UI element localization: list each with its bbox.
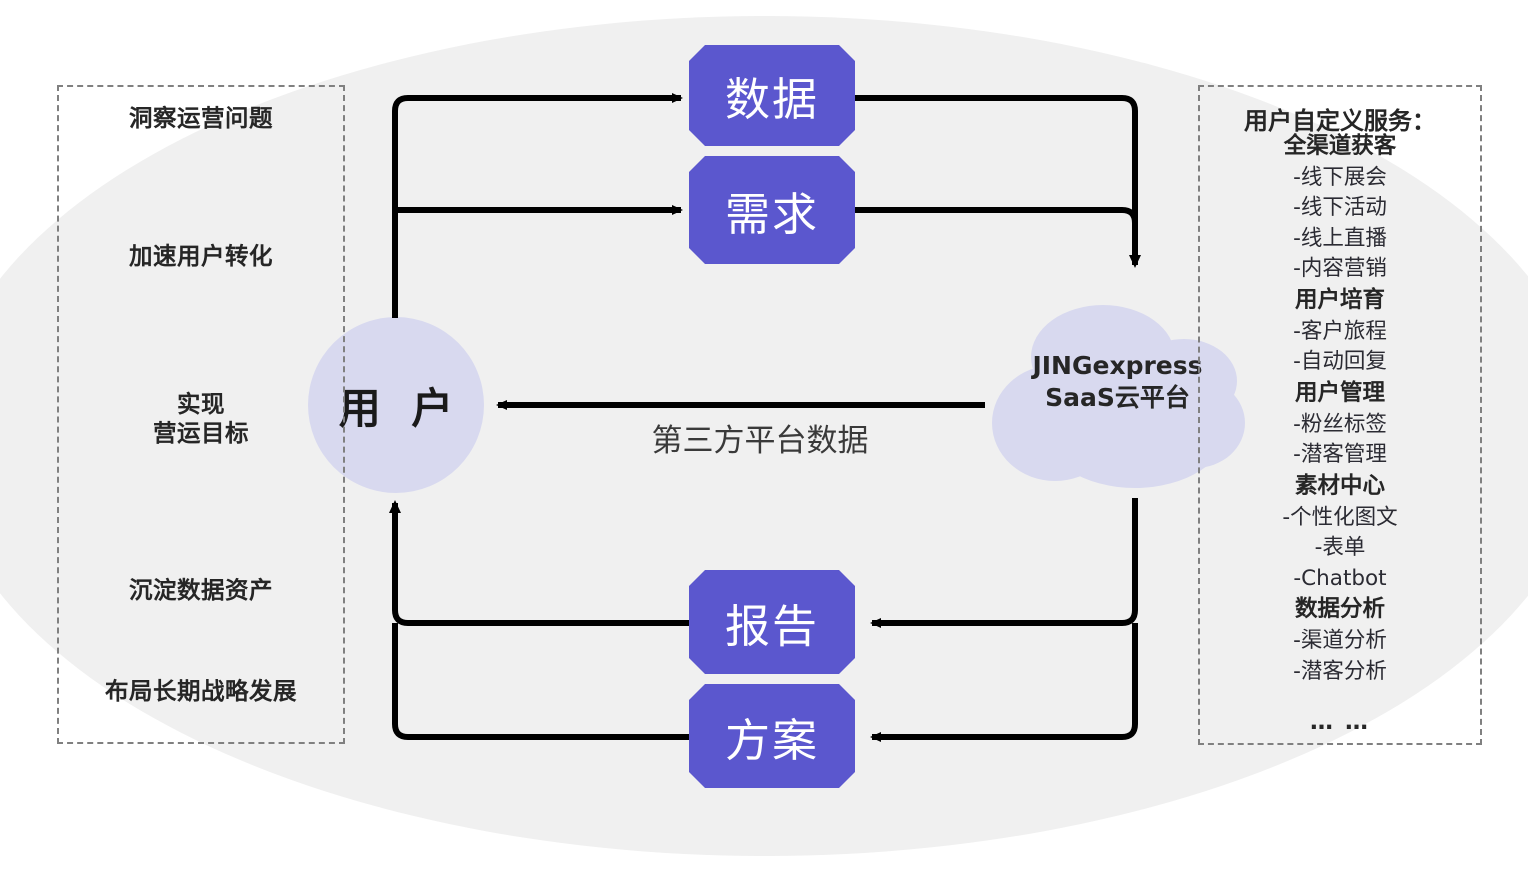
service-list-ellipsis: … … <box>1309 709 1370 736</box>
service-item[interactable]: -Chatbot <box>1293 565 1387 591</box>
outcome-item-4: 沉淀数据资产 <box>129 576 273 604</box>
service-group-title: 素材中心 <box>1294 472 1385 499</box>
service-group-title: 用户培育 <box>1294 287 1385 313</box>
service-item[interactable]: -粉丝标签 <box>1293 411 1387 437</box>
service-item[interactable]: -客户旅程 <box>1293 318 1387 344</box>
service-item[interactable]: -自动回复 <box>1293 349 1387 375</box>
node-cloud-platform[interactable]: JINGexpress SaaS云平台 <box>985 295 1250 500</box>
service-item[interactable]: -渠道分析 <box>1293 628 1387 654</box>
services-list: 全渠道获客 -线下展会 -线下活动 -线上直播 -内容营销用户培育 -客户旅程 -自动回复用… <box>1200 131 1480 735</box>
service-item[interactable]: -潜客管理 <box>1293 442 1387 468</box>
service-item[interactable]: -个性化图文 <box>1282 504 1398 530</box>
service-item[interactable]: -内容营销 <box>1293 256 1387 282</box>
outcome-item-5: 布局长期战略发展 <box>105 677 297 705</box>
node-data[interactable]: 数据 <box>689 45 855 146</box>
edge-label-third-party-data: 第三方平台数据 <box>651 423 869 459</box>
node-user[interactable]: 用 户 <box>308 317 484 493</box>
service-item[interactable]: -线下活动 <box>1293 195 1387 221</box>
service-item[interactable]: -表单 <box>1314 535 1366 561</box>
outcome-item-3: 实现 营运目标 <box>153 390 249 447</box>
service-group-title: 用户管理 <box>1294 379 1385 406</box>
service-item[interactable]: -线下展会 <box>1293 164 1387 190</box>
node-plan[interactable]: 方案 <box>689 684 855 788</box>
node-report[interactable]: 报告 <box>689 570 855 674</box>
outcomes-panel: 洞察运营问题 加速用户转化 实现 营运目标 沉淀数据资产 布局长期战略发展 <box>57 85 345 744</box>
services-panel: 用户自定义服务： 全渠道获客 -线下展会 -线下活动 -线上直播 -内容营销用户培育 -客… <box>1198 85 1482 745</box>
services-panel-title: 用户自定义服务： <box>1244 107 1436 135</box>
service-item[interactable]: -潜客分析 <box>1293 658 1387 684</box>
cloud-icon <box>992 305 1245 488</box>
service-group-title: 数据分析 <box>1294 596 1385 623</box>
node-user-label: 用 户 <box>338 383 462 433</box>
outcome-item-1: 洞察运营问题 <box>129 104 273 132</box>
node-demand[interactable]: 需求 <box>689 156 855 264</box>
service-item[interactable]: -线上直播 <box>1293 225 1387 251</box>
cloud-label: JINGexpress SaaS云平台 <box>985 350 1250 414</box>
cloud-label-line1: JINGexpress <box>1032 351 1203 380</box>
outcome-item-2: 加速用户转化 <box>129 242 273 270</box>
cloud-label-line2: SaaS云平台 <box>1045 383 1190 412</box>
service-group-title: 全渠道获客 <box>1283 133 1397 159</box>
